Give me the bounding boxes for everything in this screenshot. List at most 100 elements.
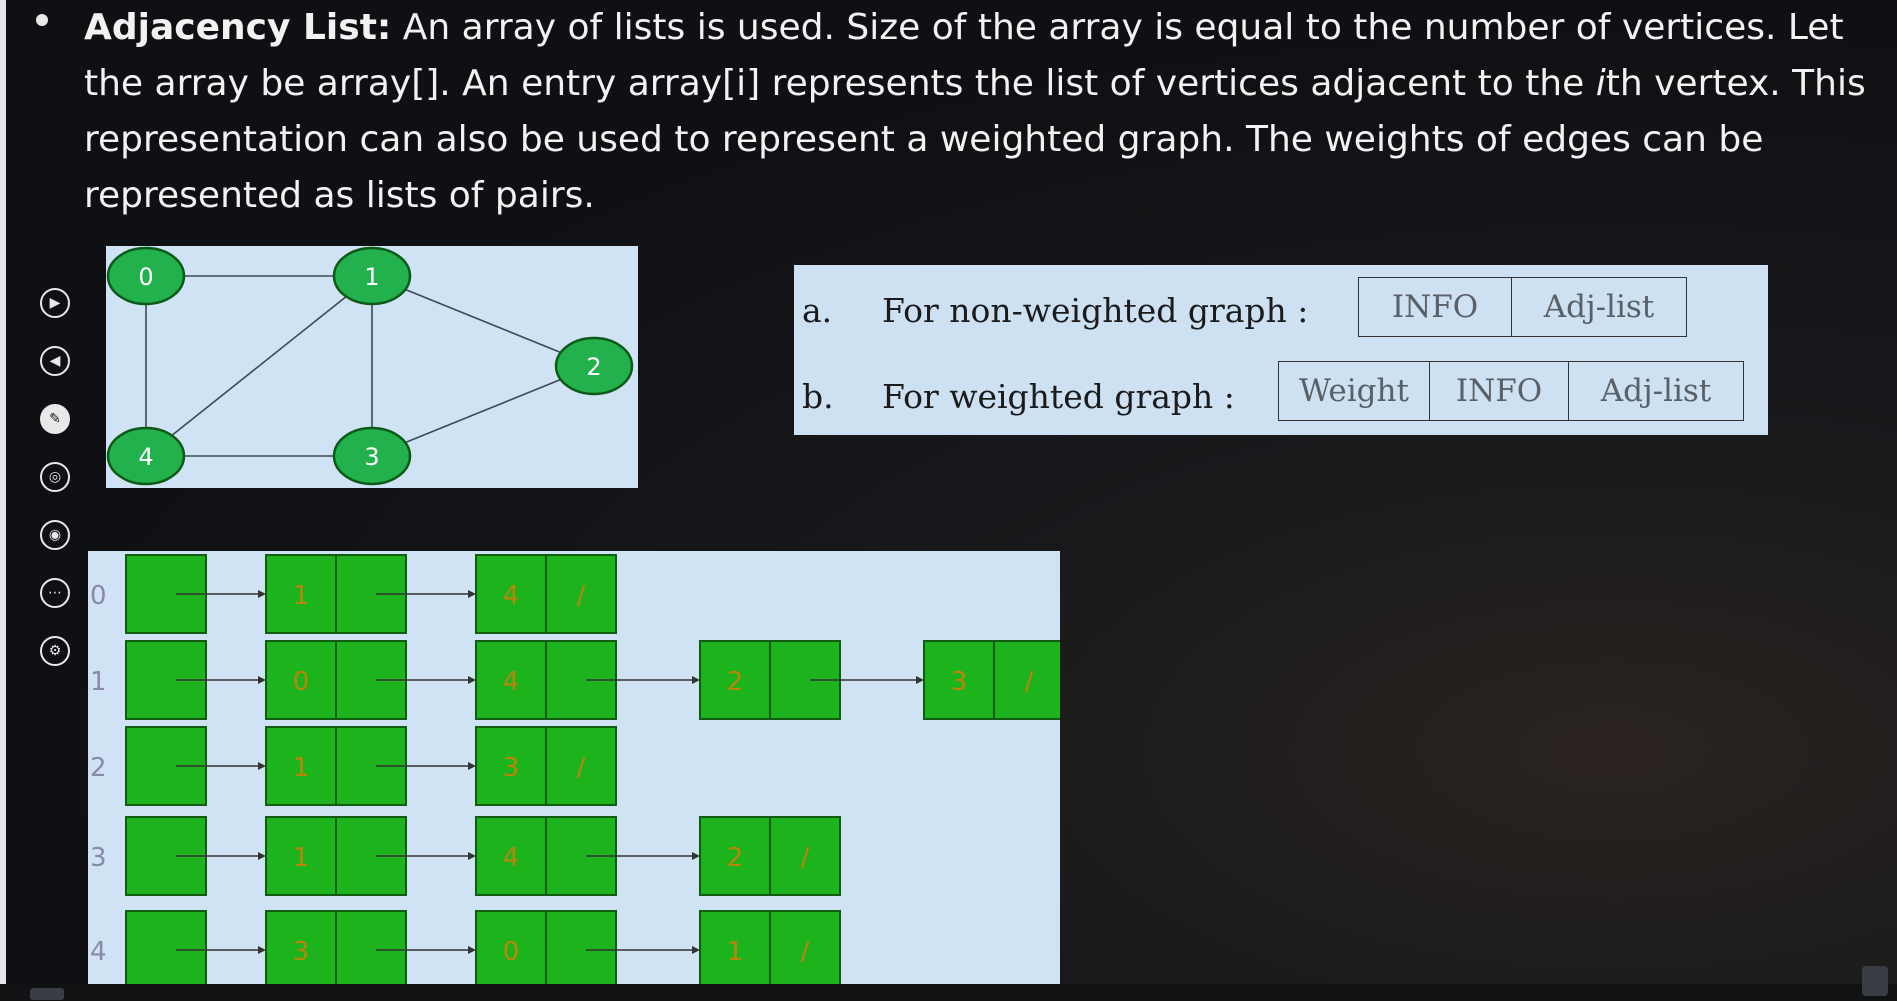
list-node-value-cell: [265, 726, 337, 806]
array-index: 4: [90, 937, 107, 967]
weight-cell: Weight: [1279, 362, 1430, 420]
row-b-label: For weighted graph :: [882, 377, 1235, 416]
paragraph-text-1: An array of lists is used. Size of the a…: [84, 7, 1844, 104]
graph-node: [106, 426, 186, 486]
list-node-value: 2: [727, 667, 744, 697]
arrow-head: [468, 762, 476, 770]
list-node-value-cell: [699, 816, 771, 896]
list-node-value-cell: [475, 726, 547, 806]
play-icon[interactable]: ▶: [40, 288, 70, 318]
list-node-value: 4: [503, 667, 520, 697]
arrow-head: [258, 852, 266, 860]
arrow-head: [468, 590, 476, 598]
list-node-value-cell: [265, 816, 337, 896]
more-icon[interactable]: ⋯: [40, 578, 70, 608]
list-node-value-cell: [475, 554, 547, 634]
null-marker: /: [801, 937, 810, 967]
list-node-value: 1: [293, 843, 310, 873]
list-node-value: 0: [293, 667, 310, 697]
list-node-value: 3: [951, 667, 968, 697]
arrow-head: [692, 676, 700, 684]
list-node-value: 1: [293, 581, 310, 611]
graph-node: [332, 246, 412, 306]
graph-node: [332, 426, 412, 486]
list-node-next-cell: [769, 816, 841, 896]
array-index: 0: [90, 581, 107, 611]
list-node-value: 1: [293, 753, 310, 783]
row-a-label: For non-weighted graph :: [882, 291, 1309, 330]
corner-button[interactable]: [1862, 966, 1888, 996]
progress-strip[interactable]: [30, 988, 64, 1000]
list-node-next-cell: [993, 640, 1060, 720]
list-node-value: 2: [727, 843, 744, 873]
list-node-value: 3: [293, 937, 310, 967]
array-index: 2: [90, 753, 107, 783]
definition-paragraph: Adjacency List: An array of lists is use…: [84, 0, 1874, 224]
row-b-marker: b.: [802, 377, 834, 416]
row-a-cells: INFO Adj-list: [1358, 277, 1687, 337]
list-node-next-cell: [545, 910, 617, 984]
pen-icon[interactable]: ✎: [40, 404, 70, 434]
list-node-value-cell: [265, 554, 337, 634]
list-node-value: 3: [503, 753, 520, 783]
arrow-head: [258, 676, 266, 684]
list-node-value-cell: [265, 910, 337, 984]
list-node-value-cell: [475, 640, 547, 720]
graph-edge: [145, 275, 373, 457]
layers-icon[interactable]: ◎: [40, 462, 70, 492]
list-node-value: 4: [503, 581, 520, 611]
node-structure-box: a. For non-weighted graph : INFO Adj-lis…: [794, 265, 1768, 435]
list-node-value: 0: [503, 937, 520, 967]
graph-svg: 0 1 2 3 4: [106, 246, 634, 486]
null-marker: /: [577, 581, 586, 611]
arrow-head: [468, 946, 476, 954]
graph-node: [106, 246, 186, 306]
graph-node: [554, 336, 634, 396]
arrow-head: [258, 946, 266, 954]
list-node-value: 4: [503, 843, 520, 873]
graph-node-label: 0: [138, 263, 153, 291]
list-node-value: 1: [727, 937, 744, 967]
term-label: Adjacency List:: [84, 7, 392, 48]
arrow-head: [692, 852, 700, 860]
arrow-head: [468, 852, 476, 860]
array-head-cell: [125, 910, 207, 984]
bottom-bar: [0, 984, 1897, 1001]
null-marker: /: [1025, 667, 1034, 697]
row-a-marker: a.: [802, 291, 833, 330]
arrow-head: [916, 676, 924, 684]
list-node-value-cell: [265, 640, 337, 720]
info-cell: INFO: [1359, 278, 1512, 336]
arrow-head: [258, 762, 266, 770]
camera-icon[interactable]: ◉: [40, 520, 70, 550]
back-icon[interactable]: ◀: [40, 346, 70, 376]
graph-node-label: 4: [138, 443, 153, 471]
row-b-cells: Weight INFO Adj-list: [1278, 361, 1744, 421]
paragraph-italic-i: i: [1595, 63, 1606, 104]
null-marker: /: [577, 753, 586, 783]
graph-node-label: 3: [364, 443, 379, 471]
graph-node-label: 2: [586, 353, 601, 381]
list-node-next-cell: [545, 726, 617, 806]
list-node-value-cell: [923, 640, 995, 720]
graph-edge: [371, 275, 595, 367]
array-index: 3: [90, 843, 107, 873]
list-node-value-cell: [475, 816, 547, 896]
graph-node-label: 1: [364, 263, 379, 291]
arrow-head: [692, 946, 700, 954]
arrow-head: [258, 590, 266, 598]
null-marker: /: [801, 843, 810, 873]
adj-list-cell: Adj-list: [1600, 373, 1712, 409]
bullet-dot: [36, 14, 48, 26]
left-edge: [0, 0, 6, 1001]
list-node-next-cell: [769, 910, 841, 984]
list-node-next-cell: [545, 554, 617, 634]
paragraph-text-2: th vertex. This representation can also …: [84, 63, 1866, 216]
settings-icon[interactable]: ⚙: [40, 636, 70, 666]
graph-edge: [371, 365, 595, 457]
adj-list-cell: Adj-list: [1543, 289, 1655, 325]
info-cell: INFO: [1430, 362, 1569, 420]
graph-diagram: 0 1 2 3 4: [106, 246, 638, 488]
